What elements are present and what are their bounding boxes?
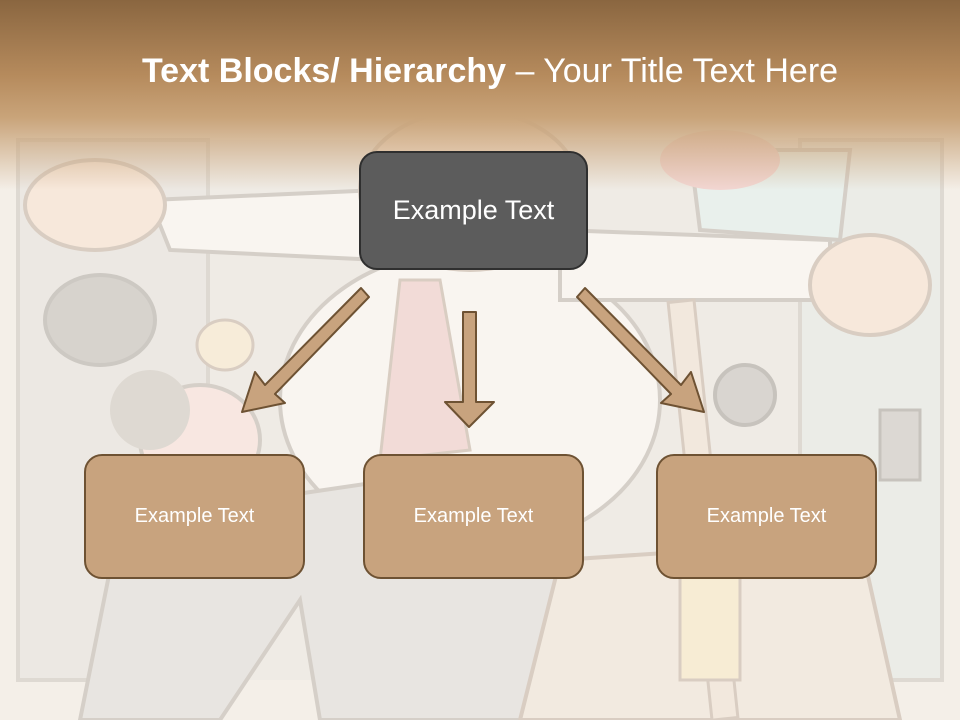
hierarchy-child-box-middle: Example Text [363,454,584,579]
slide-title-regular: – Your Title Text Here [506,52,839,90]
arrow-right [576,287,705,413]
hierarchy-child-label: Example Text [706,505,827,527]
hierarchy-child-label: Example Text [413,505,534,527]
hierarchy-child-box-left: Example Text [84,454,305,579]
arrow-down [444,311,495,428]
hierarchy-top-box: Example Text [359,151,588,270]
hierarchy-child-box-right: Example Text [656,454,877,579]
hierarchy-child-label: Example Text [134,505,255,527]
slide-title-bold: Text Blocks/ Hierarchy [141,52,507,90]
hierarchy-top-label: Example Text [392,195,555,225]
slide-title: Text Blocks/ Hierarchy – Your Title Text… [0,52,960,91]
arrow-left [241,287,370,413]
